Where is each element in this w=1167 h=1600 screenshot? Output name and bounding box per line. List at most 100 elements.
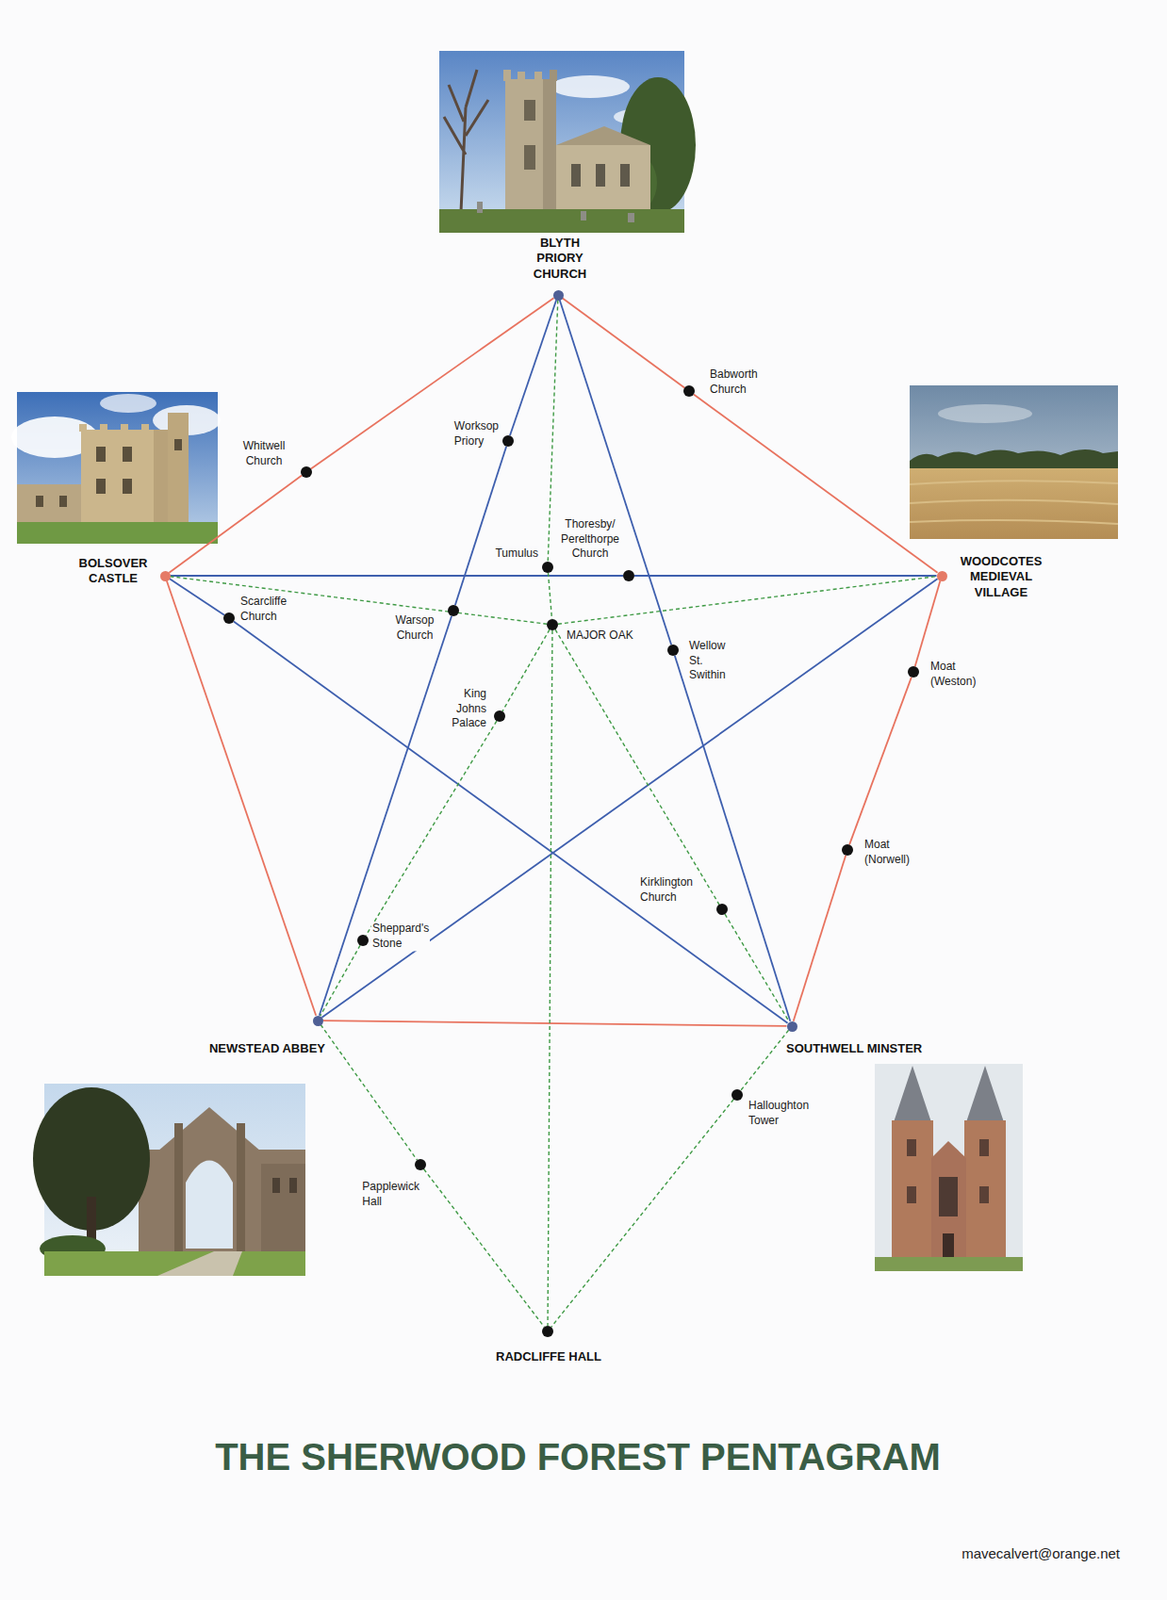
- photo-newstead-part: [157, 1251, 243, 1277]
- photo-southwell-part: [942, 1233, 954, 1258]
- photo-newstead: [32, 1084, 306, 1277]
- site-name: SOUTHWELL MINSTER: [785, 1041, 923, 1057]
- photo-blyth-part: [505, 79, 557, 210]
- site-label: Papplewick Hall: [361, 1180, 421, 1210]
- photo-southwell-part: [893, 1066, 932, 1123]
- photo-southwell-part: [891, 1120, 934, 1258]
- site-dot: Worksop Priory: [502, 435, 514, 447]
- photo-bolsover-part: [96, 446, 106, 462]
- ley-line: [319, 616, 452, 1017]
- site-name: BOLSOVER CASTLE: [78, 556, 149, 588]
- ley-line: [547, 630, 553, 1327]
- site-label: Halloughton Tower: [747, 1099, 810, 1129]
- photo-blyth-part: [556, 145, 651, 210]
- photo-southwell-part: [964, 1120, 1006, 1258]
- photo-blyth-part: [627, 213, 635, 223]
- ley-line: [547, 299, 559, 562]
- photo-bolsover-part: [141, 424, 149, 432]
- photo-bolsover-part: [96, 478, 106, 494]
- ley-line: [551, 1100, 735, 1329]
- photo-newstead-part: [44, 1251, 306, 1277]
- ley-line: [915, 580, 941, 667]
- photo-woodcotes-part: [909, 468, 1118, 540]
- site-dot: Papplewick Hall: [414, 1159, 427, 1171]
- photo-southwell: [874, 1064, 1023, 1272]
- ley-line: [169, 578, 225, 616]
- photo-woodcotes-part: [909, 385, 1118, 540]
- photo-bolsover-part: [174, 439, 182, 451]
- ley-line: [849, 677, 912, 846]
- ley-line: [693, 394, 938, 574]
- ley-line: [424, 1169, 545, 1328]
- site-label: Whitwell Church: [240, 439, 289, 469]
- ley-line: [320, 1024, 417, 1161]
- ley-line: [311, 297, 555, 469]
- photo-newstead-part: [261, 1164, 306, 1254]
- site-label: King Johns Palace: [450, 687, 488, 732]
- photo-newstead-part: [138, 1150, 306, 1254]
- site-dot: MAJOR OAK: [546, 619, 559, 631]
- site-name: NEWSTEAD ABBEY: [208, 1041, 327, 1057]
- site-label: Babworth Church: [708, 367, 759, 397]
- photo-woodcotes-part: [937, 404, 1033, 424]
- ley-line: [502, 629, 550, 712]
- photo-bolsover-part: [120, 424, 129, 432]
- ley-line: [634, 575, 937, 577]
- ley-line: [455, 446, 507, 607]
- photo-blyth-part: [542, 79, 557, 210]
- photo-woodcotes: [909, 385, 1118, 540]
- site-label: Kirklington Church: [639, 875, 694, 905]
- photo-blyth-part: [534, 71, 543, 82]
- ley-line: [793, 855, 847, 1022]
- photo-bolsover-part: [35, 495, 44, 508]
- site-dot: Halloughton Tower: [731, 1089, 743, 1102]
- photo-woodcotes-part: [909, 480, 1118, 525]
- site-label: Thoresby/ Perelthorpe Church: [559, 517, 621, 562]
- site-dot: Babworth Church: [683, 385, 695, 397]
- ley-line: [365, 721, 497, 937]
- ley-line: [558, 576, 937, 625]
- ley-line: [321, 578, 937, 1019]
- site-label: Scarcliffe Church: [239, 594, 288, 625]
- photo-newstead-part: [174, 1123, 183, 1254]
- site-dot: Kirklington Church: [716, 904, 728, 916]
- photo-newstead-part: [157, 1107, 262, 1152]
- ley-line: [724, 914, 789, 1022]
- site-name: BLYTH PRIORY CHURCH: [532, 235, 588, 282]
- site-label: Wellow St. Swithin: [688, 639, 727, 684]
- ley-line: [166, 580, 316, 1017]
- ley-line: [509, 299, 557, 436]
- site-dot: SOUTHWELL MINSTER: [787, 1021, 798, 1033]
- photo-southwell-part: [906, 1139, 917, 1157]
- site-dot: BOLSOVER CASTLE: [160, 571, 171, 582]
- photo-bolsover-part: [16, 484, 88, 525]
- ley-line: [168, 476, 302, 574]
- site-label: Moat (Norwell): [863, 838, 911, 868]
- photo-bolsover-part: [99, 394, 157, 413]
- photo-bolsover-part: [59, 495, 67, 508]
- photo-newstead-part: [272, 1178, 280, 1194]
- email-label: mavecalvert@orange.net: [961, 1545, 1120, 1562]
- site-dot: Thoresby/ Perelthorpe Church: [623, 570, 635, 582]
- site-label: MAJOR OAK: [565, 628, 635, 644]
- photo-bolsover-part: [122, 478, 132, 494]
- ley-line: [559, 299, 672, 645]
- photo-southwell-part: [979, 1186, 989, 1204]
- photo-southwell-part: [966, 1066, 1004, 1123]
- site-label: Worksop Priory: [453, 419, 500, 449]
- ley-line: [170, 575, 625, 577]
- photo-bolsover-part: [122, 446, 132, 462]
- ley-line: [320, 945, 361, 1017]
- photo-southwell-part: [906, 1186, 917, 1204]
- photo-southwell-part: [874, 1257, 1023, 1272]
- ley-line: [169, 576, 547, 625]
- site-dot: Scarcliffe Church: [223, 612, 235, 625]
- photo-southwell-part: [938, 1177, 958, 1217]
- photo-southwell-part: [874, 1064, 1023, 1272]
- site-dot: Whitwell Church: [300, 466, 313, 478]
- site-dot: Tumulus: [542, 561, 554, 574]
- photo-southwell-part: [979, 1139, 989, 1157]
- photo-bolsover-part: [16, 522, 218, 544]
